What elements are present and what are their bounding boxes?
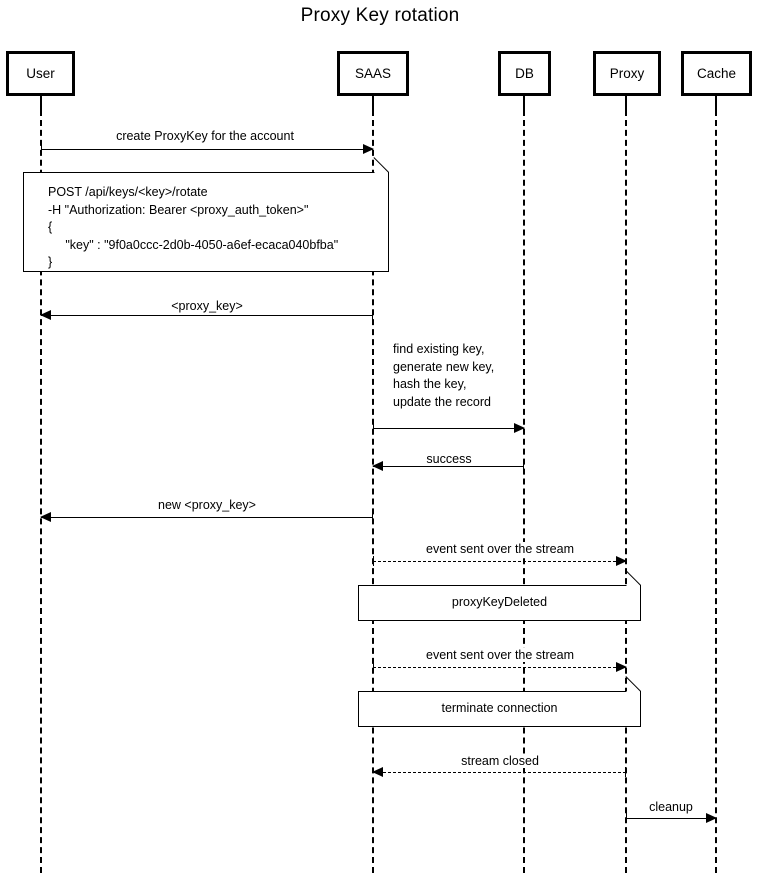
note-fold-corner-icon [374, 172, 389, 187]
message-origin-tick [625, 767, 626, 777]
self-activity-text: find existing key, generate new key, hash … [393, 341, 494, 411]
note-fold-corner-icon [626, 585, 641, 600]
participant-box-saas[interactable]: SAAS [337, 51, 409, 96]
message-origin-tick [373, 423, 374, 433]
message-label-m1: create ProxyKey for the account [113, 129, 297, 143]
lifeline-stub-saas [372, 96, 374, 110]
lifeline-cache [715, 110, 717, 873]
message-line [626, 818, 716, 819]
note-terminate-connection-note: terminate connection [358, 676, 641, 727]
note-line: proxyKeyDeleted [451, 595, 548, 610]
note-fold-line [373, 157, 389, 173]
arrowhead-icon [40, 309, 51, 320]
message-label-m8: stream closed [458, 754, 542, 768]
arrowhead-icon [616, 661, 627, 672]
note-body: POST /api/keys/<key>/rotate -H "Authoriza… [24, 173, 388, 271]
message-origin-tick [372, 512, 373, 522]
participant-box-db[interactable]: DB [498, 51, 551, 96]
note-text: terminate connection [441, 700, 557, 718]
note-proxy-key-deleted-note: proxyKeyDeleted [358, 570, 641, 621]
message-origin-tick [373, 662, 374, 672]
lifeline-user [40, 110, 42, 873]
lifeline-stub-proxy [625, 96, 627, 110]
message-label-m4: success [423, 452, 475, 466]
note-fold-line [625, 570, 641, 586]
lifeline-stub-db [523, 96, 525, 110]
note-fold-line [625, 676, 641, 692]
note-line: } [48, 255, 53, 269]
lifeline-saas [372, 110, 374, 873]
message-line [41, 315, 373, 316]
lifeline-db [523, 110, 525, 873]
self-activity-line: find existing key, [393, 342, 485, 356]
participant-label-user: User [26, 65, 55, 81]
participant-label-db: DB [515, 65, 534, 81]
note-line: terminate connection [441, 701, 558, 716]
message-label-m7: event sent over the stream [423, 648, 577, 662]
arrowhead-icon [372, 460, 383, 471]
self-activity-line: hash the key, [393, 377, 467, 391]
message-origin-tick [523, 461, 524, 471]
note-text: POST /api/keys/<key>/rotate -H "Authoriza… [48, 184, 338, 272]
lifeline-stub-cache [715, 96, 717, 110]
note-request-note: POST /api/keys/<key>/rotate -H "Authoriza… [23, 157, 389, 272]
message-origin-tick [373, 556, 374, 566]
message-origin-tick [41, 144, 42, 154]
message-line [41, 149, 373, 150]
note-body: terminate connection [359, 692, 640, 726]
note-fold-corner-icon [626, 691, 641, 706]
message-line [373, 561, 626, 562]
message-origin-tick [626, 813, 627, 823]
message-label-m6: event sent over the stream [423, 542, 577, 556]
arrowhead-icon [363, 143, 374, 154]
message-line [373, 428, 524, 429]
message-line [373, 466, 524, 467]
note-fold-edge [640, 585, 641, 600]
note-line: -H "Authorization: Bearer <proxy_auth_to… [48, 202, 309, 217]
self-activity-line: generate new key, [393, 359, 495, 374]
participant-label-proxy: Proxy [609, 65, 645, 81]
note-line: { [48, 220, 53, 234]
arrowhead-icon [706, 812, 717, 823]
message-label-m2: <proxy_key> [168, 299, 246, 313]
message-origin-tick [372, 310, 373, 320]
participant-box-proxy[interactable]: Proxy [593, 51, 661, 96]
arrowhead-icon [616, 555, 627, 566]
note-fold-edge [640, 691, 641, 706]
arrowhead-icon [514, 422, 525, 433]
message-label-m9: cleanup [646, 800, 696, 814]
note-line: POST /api/keys/<key>/rotate [48, 185, 208, 199]
participant-label-saas: SAAS [354, 65, 392, 81]
participant-label-cache: Cache [696, 65, 737, 81]
note-fold-edge [388, 172, 389, 187]
page-title: Proxy Key rotation [300, 5, 460, 26]
lifeline-stub-user [40, 96, 42, 110]
participant-box-user[interactable]: User [6, 51, 75, 96]
note-text: proxyKeyDeleted [452, 594, 547, 612]
message-label-m5: new <proxy_key> [155, 498, 259, 512]
message-line [373, 772, 626, 773]
participant-box-cache[interactable]: Cache [681, 51, 752, 96]
message-line [373, 667, 626, 668]
message-line [41, 517, 373, 518]
lifeline-proxy [625, 110, 627, 873]
arrowhead-icon [40, 511, 51, 522]
note-body: proxyKeyDeleted [359, 586, 640, 620]
self-activity-line: update the record [393, 394, 491, 409]
arrowhead-icon [372, 766, 383, 777]
note-line: "key" : "9f0a0ccc-2d0b-4050-a6ef-ecaca04… [48, 237, 339, 252]
